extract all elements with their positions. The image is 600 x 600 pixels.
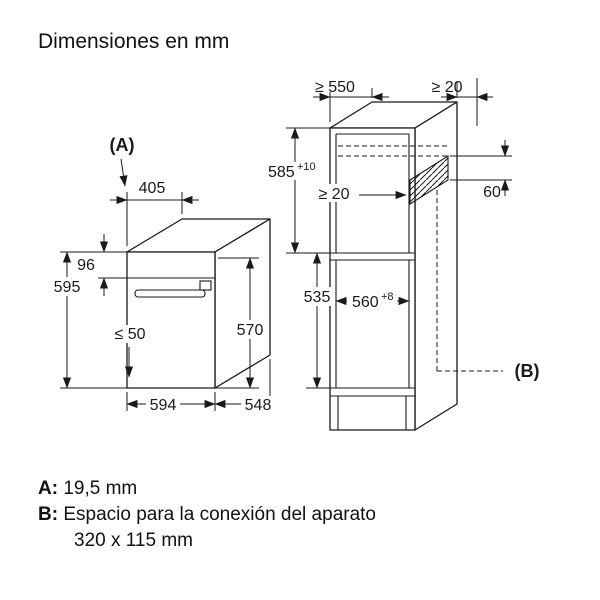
ref-a-label: (A) <box>110 135 135 155</box>
dim-label-96: 96 <box>77 257 95 274</box>
dim-60-ext <box>450 155 512 181</box>
dim-label-ge550: ≥ 550 <box>315 79 355 96</box>
dim-585-label-bg <box>263 162 317 180</box>
dim-label-ge20-top: ≥ 20 <box>431 79 462 96</box>
ref-b-label: (B) <box>515 361 540 381</box>
oven-door-handle <box>134 289 206 298</box>
dim-548-label-bg <box>241 396 275 413</box>
ref-b-dashed-leader <box>436 190 503 372</box>
cabinet-front-face <box>329 127 416 431</box>
ref-a-arrow <box>119 158 128 187</box>
dim-label-ge20-inner: ≥ 20 <box>318 186 349 203</box>
dim-560-label-bg <box>347 292 397 310</box>
dim-535-label-bg <box>301 287 333 306</box>
cabinet-shelf <box>330 252 415 261</box>
dim-label-548: 548 <box>245 397 272 414</box>
cabinet-plinth <box>337 396 407 430</box>
legend-line-a: A: 19,5 mm <box>38 476 376 502</box>
page-title: Dimensiones en mm <box>38 30 230 53</box>
dim-ge20-label-bg <box>311 184 357 202</box>
dim-535-lines <box>306 253 330 389</box>
legend-key-a: A: <box>38 478 59 499</box>
dimension-labels: (A) (B) 405 96 595 ≤ 50 594 548 570 535 … <box>54 79 540 414</box>
legend-line-b: B: Espacio para la conexión del aparato <box>38 502 376 528</box>
dim-label-585: 585 <box>268 164 295 181</box>
cabinet-side-face <box>414 101 458 431</box>
cabinet-lower-niche <box>335 260 410 388</box>
cabinet-dimensions <box>263 78 512 389</box>
dim-595-lines <box>60 251 127 389</box>
oven-drawing <box>126 218 271 389</box>
dim-label-60: 60 <box>483 184 501 201</box>
dim-le50-label-bg <box>106 325 153 343</box>
dim-label-594: 594 <box>150 397 177 414</box>
legend-value-b: Espacio para la conexión del aparato <box>63 504 376 525</box>
cabinet-drawing <box>329 101 503 431</box>
dim-570-label-bg <box>233 320 268 339</box>
dim-label-595: 595 <box>54 279 81 296</box>
dim-label-570: 570 <box>237 322 264 339</box>
legend-line-b2: 320 x 115 mm <box>38 528 376 554</box>
dim-label-405: 405 <box>139 180 166 197</box>
dim-594-label-bg <box>146 396 180 413</box>
dim-label-535: 535 <box>304 289 331 306</box>
dim-label-560: 560 <box>352 294 379 311</box>
vent-duct-hidden-lines <box>338 145 448 157</box>
legend-value-a: 19,5 mm <box>63 478 138 499</box>
vent-hatch-area <box>409 155 449 205</box>
legend-key-b: B: <box>38 504 59 525</box>
oven-front-face <box>126 251 216 389</box>
dim-label-le50: ≤ 50 <box>114 326 145 343</box>
dim-label-560-tol: +8 <box>381 291 394 303</box>
dim-595-label-bg <box>51 277 83 296</box>
oven-door-latch <box>199 280 212 291</box>
legend: A: 19,5 mm B: Espacio para la conexión d… <box>38 476 376 554</box>
cabinet-bottom-shelf <box>330 387 415 397</box>
legend-value-b2: 320 x 115 mm <box>74 530 193 551</box>
dim-label-585-tol: +10 <box>297 161 316 173</box>
oven-dimensions <box>51 158 275 413</box>
